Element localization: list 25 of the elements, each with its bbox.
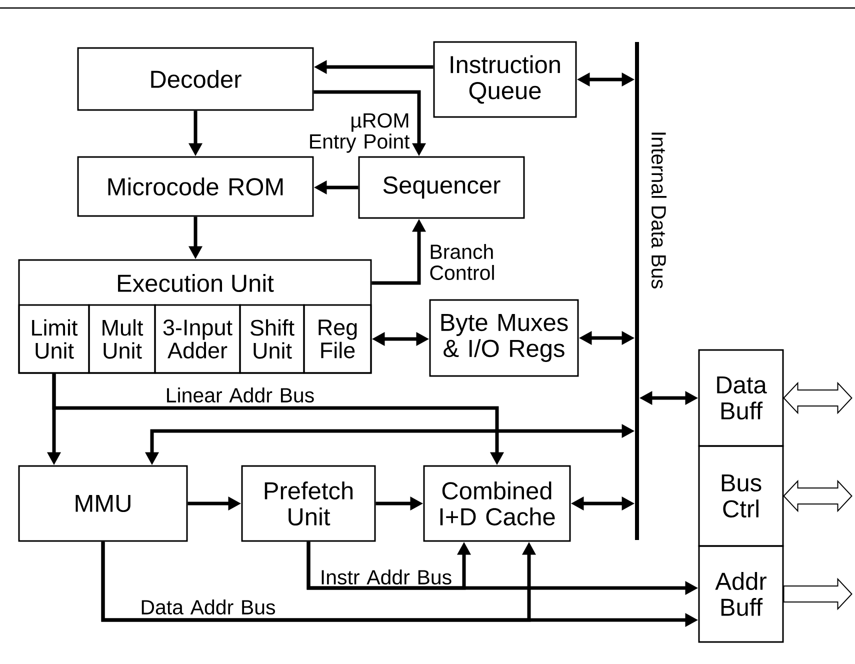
block-box: Data Buff: [698, 349, 784, 447]
block-box: MMU: [18, 465, 188, 542]
block-box: Instruction Queue: [433, 41, 577, 118]
unit-cell: Reg File: [303, 304, 372, 374]
unit-cell: Limit Unit: [18, 304, 90, 374]
unit-cell: Mult Unit: [88, 304, 156, 374]
block-box: Addr Buff: [698, 545, 784, 643]
bus-label: Internal Data Bus: [651, 132, 667, 288]
block-box: Bus Ctrl: [698, 445, 784, 547]
edge-label: µROM Entry Point: [304, 112, 411, 154]
bus-arrow: [783, 578, 852, 610]
edge-label: Branch Control: [428, 242, 502, 282]
unit-cell: 3-Input Adder: [154, 304, 241, 374]
block-box: Microcode ROM: [77, 156, 314, 217]
block-box: Combined I+D Cache: [423, 465, 571, 542]
block-box: Sequencer: [358, 156, 525, 219]
edge-label: Linear Addr Bus: [159, 386, 321, 404]
edge-label: Data Addr Bus: [137, 598, 279, 616]
bus-arrow: [783, 382, 852, 414]
block-box: Decoder: [77, 47, 314, 111]
unit-cell: Shift Unit: [239, 304, 305, 374]
block-box: Prefetch Unit: [241, 465, 376, 542]
bus-arrow: [783, 480, 852, 512]
edge-label: Instr Addr Bus: [315, 568, 457, 586]
block-box: Byte Muxes & I/O Regs: [429, 299, 579, 377]
